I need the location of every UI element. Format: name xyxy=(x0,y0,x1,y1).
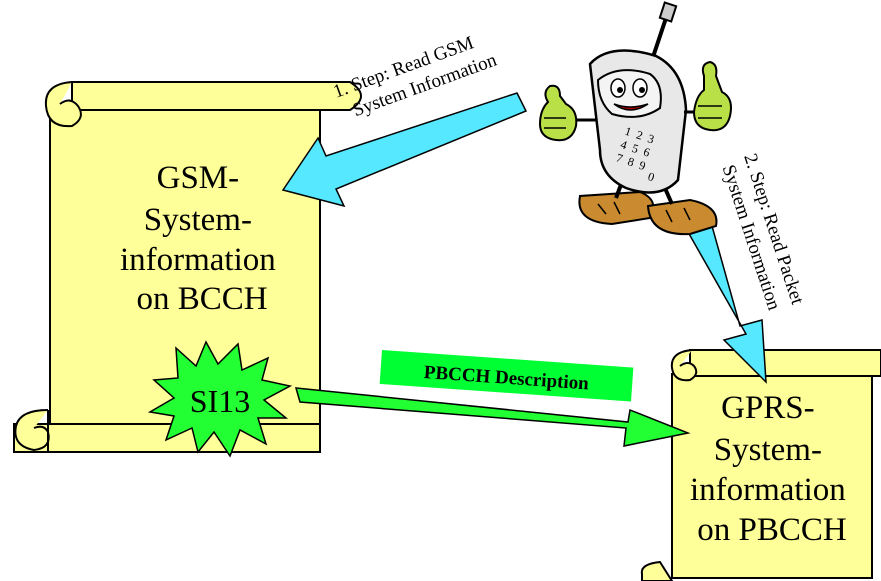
si13-burst: SI13 xyxy=(147,340,293,458)
pbcch-description-label: PBCCH Description xyxy=(379,350,634,402)
phone-key-3: 3 xyxy=(646,131,656,146)
gprs-scroll-line-1: GPRS- xyxy=(721,390,815,426)
gprs-scroll-line-2: System- xyxy=(714,432,822,468)
step1-arrow xyxy=(281,92,528,208)
gsm-scroll-line-4: on BCCH xyxy=(136,281,267,317)
phone-key-2: 2 xyxy=(635,128,645,143)
gsm-scroll-line-3: information xyxy=(120,242,276,278)
pbcch-arrow xyxy=(294,387,691,447)
phone-key-5: 5 xyxy=(630,141,640,156)
phone-key-6: 6 xyxy=(642,145,652,160)
phone-key-1: 1 xyxy=(623,124,633,139)
phone-key-7: 7 xyxy=(614,150,624,165)
phone-key-4: 4 xyxy=(619,137,629,152)
phone-key-9: 9 xyxy=(637,158,647,173)
svg-text:GSM- System- infor: GSM- System- information on BCCH xyxy=(120,160,284,317)
si13-label: SI13 xyxy=(190,383,250,419)
gsm-scroll-line-1: GSM- xyxy=(157,160,240,196)
gsm-scroll-line-2: System- xyxy=(144,202,252,238)
phone-key-8: 8 xyxy=(626,154,636,169)
gprs-scroll: GPRS- System- information on PBCCH xyxy=(640,349,881,581)
gprs-scroll-line-3: information xyxy=(690,472,846,508)
gsm-scroll: GSM- System- information on BCCH xyxy=(13,81,362,453)
svg-text:GPRS- System- info: GPRS- System- information on PBCCH xyxy=(690,390,854,548)
cartoon-mobile-phone-icon: 1 2 3 4 5 6 7 8 9 0 xyxy=(538,1,732,236)
step2-arrow xyxy=(686,225,767,384)
gprs-scroll-line-4: on PBCCH xyxy=(697,512,846,548)
phone-key-0: 0 xyxy=(646,169,656,184)
